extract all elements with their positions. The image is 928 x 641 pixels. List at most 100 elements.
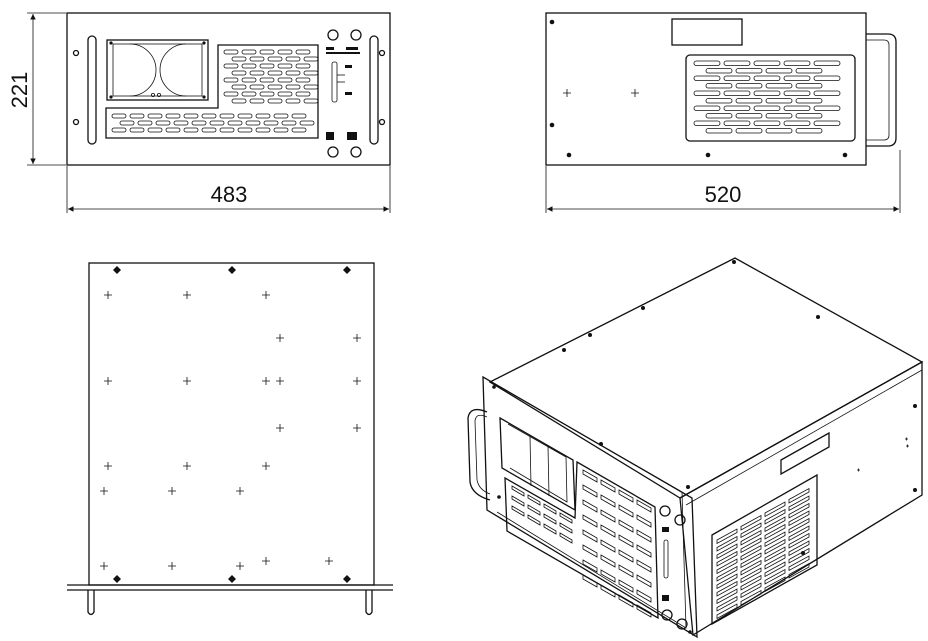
- vent-slot: [813, 105, 841, 111]
- screw-hole-marker: [100, 562, 108, 570]
- vent-slot: [636, 559, 652, 573]
- vent-slot: [723, 60, 751, 66]
- vent-slot: [231, 84, 247, 90]
- screw-hole-marker: [104, 377, 112, 385]
- vent-slot: [600, 554, 616, 568]
- vent-slot: [267, 98, 283, 104]
- vent-slot: [723, 75, 751, 81]
- vent-slot: [600, 509, 616, 523]
- vent-slot: [147, 113, 163, 119]
- vent-slot: [209, 120, 225, 126]
- screw-hole-marker: [100, 487, 108, 495]
- vent-slot: [267, 70, 283, 76]
- vent-slot: [764, 561, 786, 578]
- vent-slot: [267, 56, 283, 62]
- vent-slot: [303, 98, 319, 104]
- vent-slot: [740, 552, 762, 569]
- vent-slot: [764, 501, 786, 518]
- vent-slot: [543, 513, 557, 525]
- vent-slot: [259, 77, 275, 83]
- vent-slot: [231, 70, 247, 76]
- vent-slot: [249, 56, 265, 62]
- vent-slot: [740, 514, 762, 531]
- vent-slot: [753, 90, 781, 96]
- vent-slot: [723, 90, 751, 96]
- vent-slot: [223, 63, 239, 69]
- vent-slot: [299, 120, 315, 126]
- vent-slot: [111, 127, 127, 133]
- vent-slot: [155, 120, 171, 126]
- vent-slot: [735, 98, 763, 104]
- vent-slot: [231, 56, 247, 62]
- side-view: 520: [545, 12, 901, 213]
- vent-slot: [227, 120, 243, 126]
- vent-slot: [219, 127, 235, 133]
- vent-slot: [165, 127, 181, 133]
- vent-slot: [764, 568, 786, 585]
- vent-slot: [165, 113, 181, 119]
- screw-hole-marker: [262, 377, 270, 385]
- vent-slot: [765, 68, 793, 74]
- vent-slot: [795, 128, 823, 134]
- dimension-width: 483: [66, 166, 391, 213]
- vent-slot: [255, 113, 271, 119]
- vent-slot: [582, 499, 598, 513]
- vent-slot: [241, 63, 257, 69]
- vent-slot: [813, 75, 841, 81]
- vent-slot: [259, 49, 275, 55]
- dimension-label-483: 483: [211, 182, 248, 207]
- vent-slot: [716, 558, 738, 575]
- vent-slot: [618, 489, 634, 503]
- vent-slot: [295, 49, 311, 55]
- vent-slot: [716, 543, 738, 560]
- vent-slot: [636, 604, 652, 618]
- vent-slot: [795, 113, 823, 119]
- vent-slot: [582, 484, 598, 498]
- vent-slot: [693, 60, 721, 66]
- vent-slot: [137, 120, 153, 126]
- vent-slot: [753, 60, 781, 66]
- vent-slot: [303, 70, 319, 76]
- vent-slot: [705, 128, 733, 134]
- vent-slot: [618, 534, 634, 548]
- vent-slot: [716, 550, 738, 567]
- vent-slot: [783, 60, 811, 66]
- screw-hole-marker: [104, 462, 112, 470]
- vent-slot: [527, 494, 541, 506]
- vent-slot: [129, 113, 145, 119]
- front-fan: [106, 39, 209, 101]
- vent-slot: [147, 127, 163, 133]
- vent-slot: [543, 523, 557, 535]
- vent-slot: [764, 508, 786, 525]
- vent-slot: [740, 522, 762, 539]
- vent-slot: [788, 555, 810, 572]
- vent-slot: [600, 539, 616, 553]
- vent-slot: [582, 559, 598, 573]
- vent-slot: [705, 113, 733, 119]
- vent-slot: [295, 91, 311, 97]
- vent-slot: [543, 503, 557, 515]
- vent-slot: [255, 127, 271, 133]
- vent-slot: [636, 544, 652, 558]
- vent-slot: [783, 75, 811, 81]
- vent-slot: [201, 113, 217, 119]
- vent-slot: [618, 519, 634, 533]
- vent-slot: [582, 529, 598, 543]
- vent-slot: [735, 83, 763, 89]
- vent-slot: [249, 98, 265, 104]
- vent-slot: [693, 90, 721, 96]
- vent-slot: [559, 532, 573, 544]
- vent-slot: [764, 576, 786, 593]
- screw-hole-marker: [236, 487, 244, 495]
- front-view: 221 483: [7, 12, 391, 213]
- vent-slot: [511, 495, 525, 507]
- vent-slot: [795, 83, 823, 89]
- vent-slot: [249, 70, 265, 76]
- vent-slot: [237, 127, 253, 133]
- vent-slot: [582, 544, 598, 558]
- screw-hole-marker: [353, 334, 361, 342]
- vent-slot: [716, 588, 738, 605]
- screw-hole-marker: [262, 557, 270, 565]
- vent-slot: [740, 567, 762, 584]
